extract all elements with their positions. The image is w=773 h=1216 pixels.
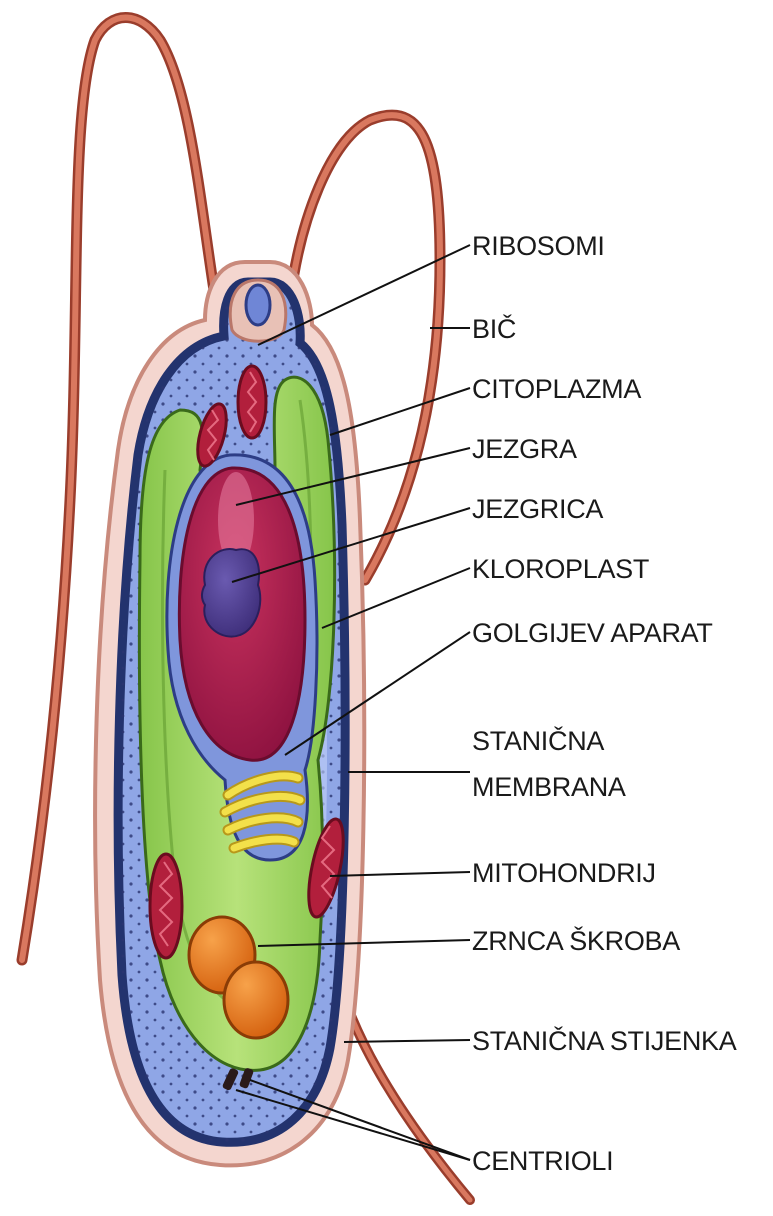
label-mitohondrij: MITOHONDRIJ [472,858,656,888]
label-bic: BIČ [472,313,516,344]
basal-body [246,285,270,325]
label-golgijev-aparat: GOLGIJEV APARAT [472,618,713,648]
label-ribosomi: RIBOSOMI [472,231,605,261]
starch-grain-2 [224,962,288,1038]
label-jezgrica: JEZGRICA [472,494,603,524]
label-stanicna-membrana-line1: STANIČNA [472,725,604,756]
mitochondrion-lower-left [150,854,182,958]
label-zrnca-skroba: ZRNCA ŠKROBA [472,925,680,956]
label-citoplazma: CITOPLAZMA [472,374,641,404]
label-kloroplast: KLOROPLAST [472,554,649,584]
label-jezgra: JEZGRA [472,434,577,464]
flagellum-tail [345,1000,470,1200]
nucleolus [202,549,260,637]
mitochondrion-top [238,366,266,438]
label-centrioli: CENTRIOLI [472,1146,613,1176]
label-stanicna-stijenka: STANIČNA STIJENKA [472,1025,737,1056]
label-stanicna-membrana-line2: MEMBRANA [472,772,626,802]
